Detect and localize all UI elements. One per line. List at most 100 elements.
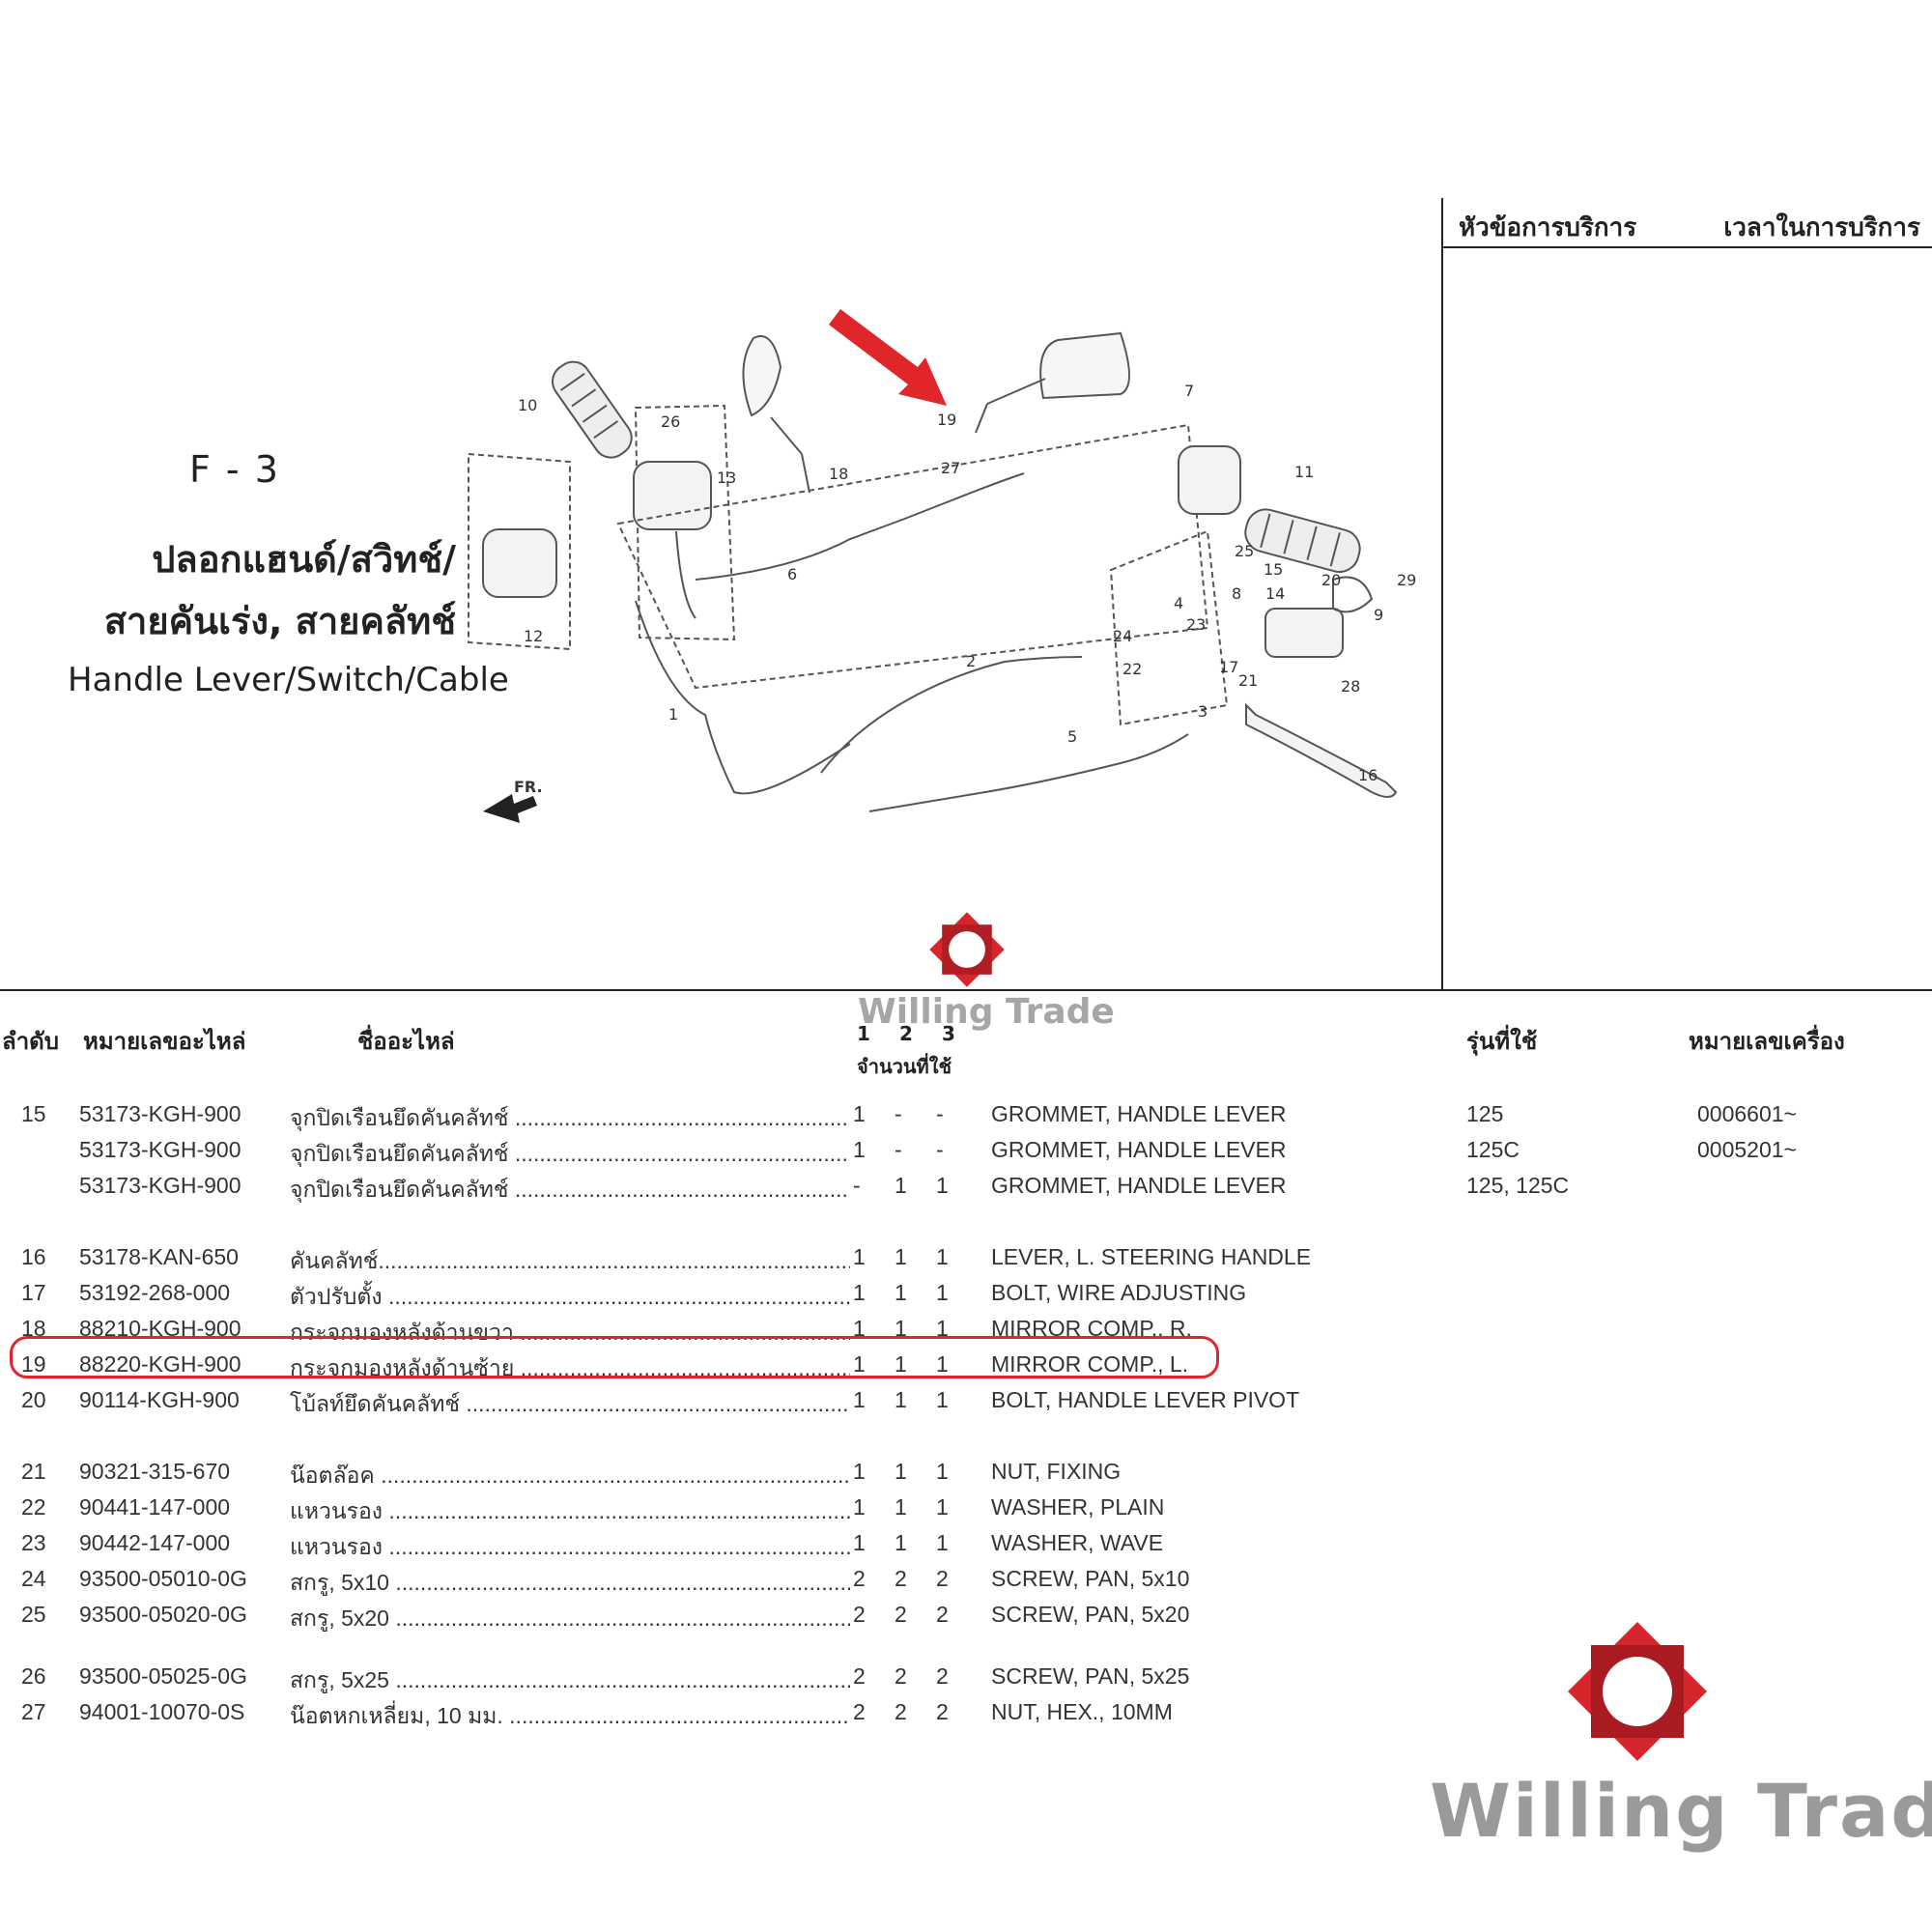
row-qty-2: 2 xyxy=(895,1663,907,1689)
col-header-model: รุ่นที่ใช้ xyxy=(1466,1028,1538,1055)
row-qty-3: 1 xyxy=(936,1387,949,1412)
row-name-en: BOLT, WIRE ADJUSTING xyxy=(991,1280,1247,1305)
row-qty-2: 1 xyxy=(895,1459,907,1484)
col-header-qty-label: จำนวนที่ใช้ xyxy=(857,1055,952,1078)
callout-20: 20 xyxy=(1321,571,1341,589)
service-panel-header: หัวข้อการบริการ เวลาในการบริการ xyxy=(1443,198,1932,248)
parts-diagram-drawing: 1 2 3 4 5 6 7 8 9 10 11 12 13 14 15 16 1… xyxy=(468,309,1416,823)
row-part-no: 53173-KGH-900 xyxy=(79,1137,242,1162)
row-qty-3: 2 xyxy=(936,1566,949,1591)
row-qty-2: - xyxy=(895,1137,902,1162)
row-name-en: SCREW, PAN, 5x25 xyxy=(991,1663,1190,1689)
callout-27: 27 xyxy=(941,459,960,477)
row-part-no: 90321-315-670 xyxy=(79,1459,231,1484)
row-qty-1: 1 xyxy=(853,1280,866,1305)
willing-trade-logo-small xyxy=(929,912,1005,987)
row-name-en: NUT, HEX., 10MM xyxy=(991,1699,1173,1724)
row-qty-3: - xyxy=(936,1101,944,1126)
row-qty-2: 1 xyxy=(895,1387,907,1412)
row-name-th: โบ้ลท์ยึดคันคลัทช์ .....................… xyxy=(290,1391,850,1416)
callout-28: 28 xyxy=(1341,677,1360,696)
table-row: 16 53178-KAN-650 คันคลัทช์..............… xyxy=(0,1244,1932,1277)
row-qty-3: 1 xyxy=(936,1173,949,1198)
row-qty-1: 2 xyxy=(853,1699,866,1724)
row-name-en: GROMMET, HANDLE LEVER xyxy=(991,1137,1287,1162)
col-header-part-name: ชื่ออะไหล่ xyxy=(357,1028,455,1055)
row-index: 16 xyxy=(21,1244,46,1269)
brand-name-small: Willing Trade xyxy=(858,992,1115,1032)
callout-29: 29 xyxy=(1397,571,1416,589)
parts-diagram: 1 2 3 4 5 6 7 8 9 10 11 12 13 14 15 16 1… xyxy=(444,290,1439,850)
row-index: 23 xyxy=(21,1530,46,1555)
callout-9: 9 xyxy=(1374,606,1383,624)
service-topic-header: หัวข้อการบริการ xyxy=(1459,213,1637,242)
row-name-th: สกรู, 5x10 .............................… xyxy=(290,1570,850,1595)
callout-15: 15 xyxy=(1264,560,1283,579)
callout-24: 24 xyxy=(1113,627,1132,645)
callout-8: 8 xyxy=(1232,584,1241,603)
figure-title-th-line2: สายคันเร่ง, สายคลัทช์ xyxy=(103,600,456,642)
row-name-th: สกรู, 5x25 .............................… xyxy=(290,1667,850,1692)
callout-18: 18 xyxy=(829,465,848,483)
table-row: 20 90114-KGH-900 โบ้ลท์ยึดคันคลัทช์ ....… xyxy=(0,1387,1932,1420)
row-index: 21 xyxy=(21,1459,46,1484)
grip-right-drawing xyxy=(1244,508,1361,573)
table-row: 23 90442-147-000 แหวนรอง ...............… xyxy=(0,1530,1932,1563)
row-qty-1: 1 xyxy=(853,1316,866,1341)
row-qty-1: 1 xyxy=(853,1387,866,1412)
row-qty-2: 1 xyxy=(895,1173,907,1198)
callout-6: 6 xyxy=(787,565,797,583)
row-part-no: 88220-KGH-900 xyxy=(79,1351,242,1377)
callout-25: 25 xyxy=(1235,542,1254,560)
brand-name: Willing Trade xyxy=(1430,1768,1932,1854)
row-name-en: SCREW, PAN, 5x20 xyxy=(991,1602,1190,1627)
row-qty-2: 1 xyxy=(895,1530,907,1555)
row-qty-2: 1 xyxy=(895,1351,907,1377)
row-qty-1: 1 xyxy=(853,1101,866,1126)
row-index: 17 xyxy=(21,1280,46,1305)
row-qty-3: 2 xyxy=(936,1699,949,1724)
row-part-no: 90441-147-000 xyxy=(79,1494,231,1520)
row-index: 15 xyxy=(21,1101,46,1126)
callout-5: 5 xyxy=(1067,727,1077,746)
row-qty-2: - xyxy=(895,1101,902,1126)
red-arrow-drawing xyxy=(829,309,947,406)
row-qty-1: - xyxy=(853,1173,861,1198)
row-part-no: 53178-KAN-650 xyxy=(79,1244,239,1269)
row-qty-3: 1 xyxy=(936,1351,949,1377)
table-row: 21 90321-315-670 น๊อตล๊อค ..............… xyxy=(0,1459,1932,1492)
col-header-part-no: หมายเลขอะไหล่ xyxy=(83,1028,246,1055)
row-name-th: แหวนรอง ................................… xyxy=(290,1498,850,1523)
row-part-no: 93500-05010-0G xyxy=(79,1566,247,1591)
grip-left-drawing xyxy=(552,360,633,459)
row-name-en: WASHER, PLAIN xyxy=(991,1494,1165,1520)
row-part-no: 53192-268-000 xyxy=(79,1280,231,1305)
col-header-index: ลำดับ xyxy=(2,1028,60,1055)
callout-10: 10 xyxy=(518,396,537,414)
callout-11: 11 xyxy=(1294,463,1314,481)
row-model: 125C xyxy=(1466,1137,1520,1162)
row-qty-3: 1 xyxy=(936,1316,949,1341)
callout-4: 4 xyxy=(1174,594,1183,612)
row-name-en: SCREW, PAN, 5x10 xyxy=(991,1566,1190,1591)
figure-title-en: Handle Lever/Switch/Cable xyxy=(68,661,509,699)
row-name-en: GROMMET, HANDLE LEVER xyxy=(991,1173,1287,1198)
row-qty-1: 1 xyxy=(853,1494,866,1520)
row-qty-2: 1 xyxy=(895,1244,907,1269)
row-index: 27 xyxy=(21,1699,46,1724)
col-header-qty-3: 3 xyxy=(942,1022,955,1045)
callout-19: 19 xyxy=(937,411,956,429)
row-part-no: 94001-10070-0S xyxy=(79,1699,245,1724)
table-row: 26 93500-05025-0G สกรู, 5x25 ...........… xyxy=(0,1663,1932,1696)
row-qty-1: 2 xyxy=(853,1602,866,1627)
callout-13: 13 xyxy=(717,469,736,487)
callout-2: 2 xyxy=(966,652,976,670)
row-qty-3: - xyxy=(936,1137,944,1162)
row-serial: 0006601~ xyxy=(1697,1101,1797,1126)
fr-arrow-drawing xyxy=(483,794,537,823)
row-name-th: จุกปิดเรือนยึดคันคลัทช์ ................… xyxy=(290,1105,850,1130)
figure-title-th-line1: ปลอกแฮนด์/สวิทช์/ xyxy=(152,538,456,581)
service-panel: หัวข้อการบริการ เวลาในการบริการ xyxy=(1441,198,1932,990)
row-qty-3: 1 xyxy=(936,1530,949,1555)
row-part-no: 90114-KGH-900 xyxy=(79,1387,240,1412)
